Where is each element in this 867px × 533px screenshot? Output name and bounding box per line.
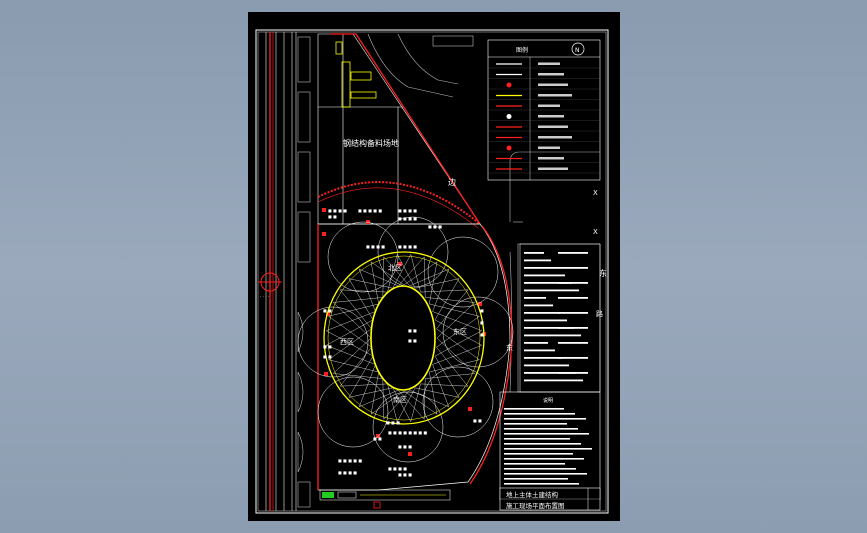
svg-text:■ ■ ■ ■: ■ ■ ■ ■ — [398, 244, 417, 249]
road-label-road: 路 — [596, 309, 603, 318]
road-label-east-2: 东 — [506, 343, 513, 352]
svg-text:· · · ·: · · · · — [260, 294, 269, 299]
svg-text:■ ■ ■ ■: ■ ■ ■ ■ — [338, 470, 357, 475]
petal-circles — [297, 216, 514, 463]
svg-text:■ ■ ■ ■ ■ ■ ■ ■: ■ ■ ■ ■ ■ ■ ■ ■ — [388, 430, 427, 435]
svg-text:■ ■ ■ ■: ■ ■ ■ ■ — [398, 216, 417, 221]
svg-text:■ ■ ■ ■: ■ ■ ■ ■ — [328, 208, 347, 213]
road-label-east: 东 — [599, 268, 607, 278]
svg-text:■ ■ ■: ■ ■ ■ — [386, 420, 400, 425]
site-plan-drawing: · · · · — [255, 29, 609, 514]
stadium-outer-ellipse — [323, 251, 485, 425]
sheet-frame — [255, 29, 609, 514]
north-arrow-icon — [571, 42, 585, 56]
title-line-1: 地上主体土建结构 — [506, 490, 559, 499]
annotations: ■ ■ ■ ■ ■ ■ ■ ■ ■ ■ ■ ■ ■ ■ ■ ■ ■ ■ ■ ■ … — [323, 208, 484, 477]
svg-text:■ ■: ■ ■ — [323, 354, 332, 359]
zone-west-label: 西区 — [340, 338, 354, 346]
svg-text:■: ■ — [480, 308, 484, 313]
red-hatched-arc — [317, 181, 481, 225]
svg-text:■ ■: ■ ■ — [373, 436, 382, 441]
spec-panel — [519, 243, 601, 393]
svg-text:■ ■ ■: ■ ■ ■ — [398, 472, 412, 477]
svg-text:■ ■: ■ ■ — [323, 308, 332, 313]
roof-lattice — [326, 254, 482, 422]
stadium-field-ellipse — [370, 285, 436, 391]
svg-text:■ ■ ■ ■: ■ ■ ■ ■ — [366, 244, 385, 249]
zone-south-label: 南区 — [393, 395, 407, 404]
bottom-facility-strip — [319, 489, 451, 509]
title-block: 地上主体土建结构 施工现场平面布置图 — [499, 487, 601, 511]
svg-text:■ ■ ■ ■: ■ ■ ■ ■ — [388, 466, 407, 471]
left-buildings — [297, 36, 311, 508]
left-road — [265, 32, 297, 511]
svg-text:■ ■ ■ ■ ■: ■ ■ ■ ■ ■ — [358, 208, 382, 213]
cad-viewport[interactable]: · · · · — [248, 12, 620, 521]
road-label-edge: 边 — [448, 177, 456, 187]
svg-text:■ ■: ■ ■ — [408, 338, 417, 343]
notes-title: 说明 — [543, 397, 553, 404]
svg-text:■: ■ — [480, 320, 484, 325]
svg-text:■: ■ — [480, 332, 484, 337]
left-circle-marker — [258, 270, 282, 294]
north-mark: N — [575, 47, 580, 54]
svg-text:■ ■ ■: ■ ■ ■ — [428, 224, 442, 229]
red-boundary-top — [330, 33, 481, 225]
legend-rows — [488, 62, 600, 174]
x-mark-2: X — [593, 228, 598, 236]
x-mark-1: X — [593, 189, 598, 197]
legend-title: 图例 — [516, 46, 528, 54]
zone-east-label: 东区 — [453, 327, 467, 336]
svg-text:■ ■: ■ ■ — [328, 214, 337, 219]
svg-text:■ ■ ■ ■: ■ ■ ■ ■ — [398, 208, 417, 213]
svg-text:■ ■ ■ ■ ■: ■ ■ ■ ■ ■ — [338, 458, 362, 463]
site-boundary — [317, 223, 511, 491]
steel-prep-zone-label: 钢结构备料场地 — [343, 138, 399, 148]
svg-text:■ ■ ■: ■ ■ ■ — [398, 444, 412, 449]
svg-text:■ ■: ■ ■ — [323, 344, 332, 349]
title-line-2: 施工现场平面布置图 — [506, 501, 565, 510]
zone-north-label: 北区 — [388, 264, 402, 272]
svg-text:■ ■: ■ ■ — [473, 418, 482, 423]
svg-text:■ ■: ■ ■ — [408, 328, 417, 333]
